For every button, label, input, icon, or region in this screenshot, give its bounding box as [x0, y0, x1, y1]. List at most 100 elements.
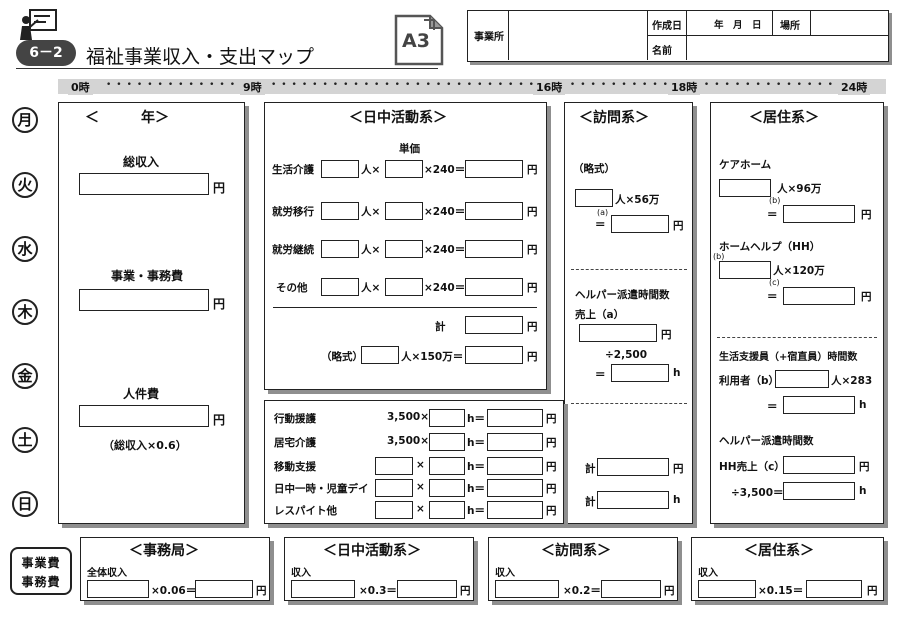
unit-price-field[interactable] [385, 278, 423, 296]
day-tuesday: 火 [12, 172, 38, 198]
unit-price-field[interactable] [385, 160, 423, 178]
amount-field[interactable] [465, 202, 523, 220]
service-rate-field[interactable] [375, 501, 413, 519]
service-hours-field[interactable] [429, 501, 465, 519]
office-field[interactable] [509, 11, 647, 60]
residential-income-field[interactable] [698, 580, 756, 598]
visiting-income-field[interactable] [495, 580, 559, 598]
total-income-field[interactable] [79, 173, 209, 195]
summary-panel: ＜ 年＞ 総収入 円 事業・事務費 円 人件費 円 （総収入×0.6） [58, 102, 245, 524]
bottom-panel-office: ＜事務局＞ 全体収入 ×0.06＝ 円 [80, 537, 270, 601]
service-row-label: 行動援護 [274, 413, 316, 425]
service-rate-field[interactable] [375, 479, 413, 497]
abbrev-amount-field[interactable] [465, 346, 523, 364]
title-underline [16, 68, 438, 69]
service-amount-field[interactable] [487, 479, 543, 497]
visiting-total-label: 計 [585, 463, 596, 475]
visiting-sales-label: 売上（a） [575, 309, 625, 321]
service-hours-field[interactable] [429, 479, 465, 497]
residential-heading: ＜居住系＞ [749, 110, 819, 126]
service-amount-field[interactable] [487, 457, 543, 475]
service-amount-field[interactable] [487, 409, 543, 427]
amount-field[interactable] [465, 160, 523, 178]
daytime-total-label: 計 [435, 321, 446, 333]
daytime-row-label: 就労継続 [272, 244, 314, 256]
day-wednesday: 水 [12, 236, 38, 262]
office-label: 事業所 [474, 32, 504, 43]
visiting-hours-field[interactable] [611, 364, 669, 382]
visiting-total-amount-field[interactable] [597, 458, 669, 476]
users-field[interactable] [775, 370, 829, 388]
visiting-total-hours-field[interactable] [597, 491, 669, 509]
residential-expense-field[interactable] [806, 580, 862, 598]
service-hours-field[interactable] [429, 433, 465, 451]
day-saturday: 土 [12, 427, 38, 453]
daytime-expense-field[interactable] [397, 580, 457, 598]
presenter-icon [20, 9, 57, 40]
dashed-divider [717, 337, 877, 338]
hh-hours-field[interactable] [783, 482, 855, 500]
daytime-panel: ＜日中活動系＞ 単価 生活介護 人× ×240＝ 円 就労移行 人× ×240＝… [264, 102, 547, 390]
home-help-people-field[interactable] [719, 261, 771, 279]
daytime-row-label: その他 [276, 282, 308, 294]
dashed-divider [571, 269, 687, 270]
page-title: 福祉事業収入・支出マップ [86, 46, 315, 68]
service-row-label: 日中一時・児童デイ [274, 483, 369, 495]
visiting-people-field[interactable] [575, 189, 613, 207]
service-row-label: 居宅介護 [274, 437, 316, 449]
name-label: 名前 [652, 46, 672, 57]
service-row-label: 移動支援 [274, 461, 316, 473]
personnel-label: 人件費 [123, 387, 160, 401]
dashed-divider [571, 403, 687, 404]
visiting-total-label: 計 [585, 496, 596, 508]
date-label: 作成日 [652, 21, 682, 32]
paper-size-label: A3 [402, 30, 430, 52]
service-amount-field[interactable] [487, 433, 543, 451]
service-hours-field[interactable] [429, 409, 465, 427]
visiting-heading: ＜訪問系＞ [579, 110, 649, 126]
name-field[interactable] [687, 36, 888, 60]
hh-sales-field[interactable] [783, 456, 855, 474]
service-rate-field[interactable] [375, 457, 413, 475]
people-field[interactable] [321, 278, 359, 296]
people-field[interactable] [321, 160, 359, 178]
service-row-label: レスパイト他 [274, 505, 337, 517]
office-income-field[interactable] [87, 580, 149, 598]
header: 6－2 福祉事業収入・支出マップ A3 事業所 作成日 年 月 日 場所 名前 [0, 0, 900, 76]
visiting-expense-field[interactable] [601, 580, 661, 598]
support-hours-field[interactable] [783, 396, 855, 414]
residential-panel: ＜居住系＞ ケアホーム 人×96万 (b) ＝ 円 ホームヘルプ（HH） (b)… [710, 102, 884, 524]
bottom-panel-residential: ＜居住系＞ 収入 ×0.15＝ 円 [691, 537, 884, 601]
support-hours-label: 生活支援員（+宿直員）時間数 [719, 352, 858, 363]
expense-field[interactable] [79, 289, 209, 311]
care-home-amount-field[interactable] [783, 205, 855, 223]
service-amount-field[interactable] [487, 501, 543, 519]
daytime-abbrev-label: （略式） [321, 351, 363, 363]
total-income-label: 総収入 [123, 155, 160, 169]
date-field[interactable]: 年 月 日 [714, 20, 762, 31]
people-field[interactable] [321, 202, 359, 220]
visiting-abbrev-label: （略式） [573, 163, 615, 175]
service-hours-field[interactable] [429, 457, 465, 475]
amount-field[interactable] [465, 278, 523, 296]
services-panel: 行動援護 3,500× h＝ 円 居宅介護 3,500× h＝ 円 移動支援 ×… [264, 400, 564, 524]
abbrev-people-field[interactable] [361, 346, 399, 364]
daytime-income-field[interactable] [291, 580, 355, 598]
daytime-row-label: 生活介護 [272, 164, 314, 176]
office-expense-field[interactable] [195, 580, 253, 598]
residential-helper-hours-label: ヘルパー派遣時間数 [719, 435, 814, 447]
section-badge: 6－2 [16, 40, 76, 66]
unit-price-field[interactable] [385, 202, 423, 220]
visiting-amount-field[interactable] [611, 215, 669, 233]
people-field[interactable] [321, 240, 359, 258]
care-home-people-field[interactable] [719, 179, 771, 197]
home-help-amount-field[interactable] [783, 287, 855, 305]
unit-price-field[interactable] [385, 240, 423, 258]
personnel-note: （総収入×0.6） [103, 439, 187, 452]
daytime-total-field[interactable] [465, 316, 523, 334]
info-table: 事業所 作成日 年 月 日 場所 名前 [467, 10, 889, 62]
amount-field[interactable] [465, 240, 523, 258]
place-field[interactable] [811, 11, 888, 35]
personnel-field[interactable] [79, 405, 209, 427]
visiting-sales-field[interactable] [579, 324, 657, 342]
